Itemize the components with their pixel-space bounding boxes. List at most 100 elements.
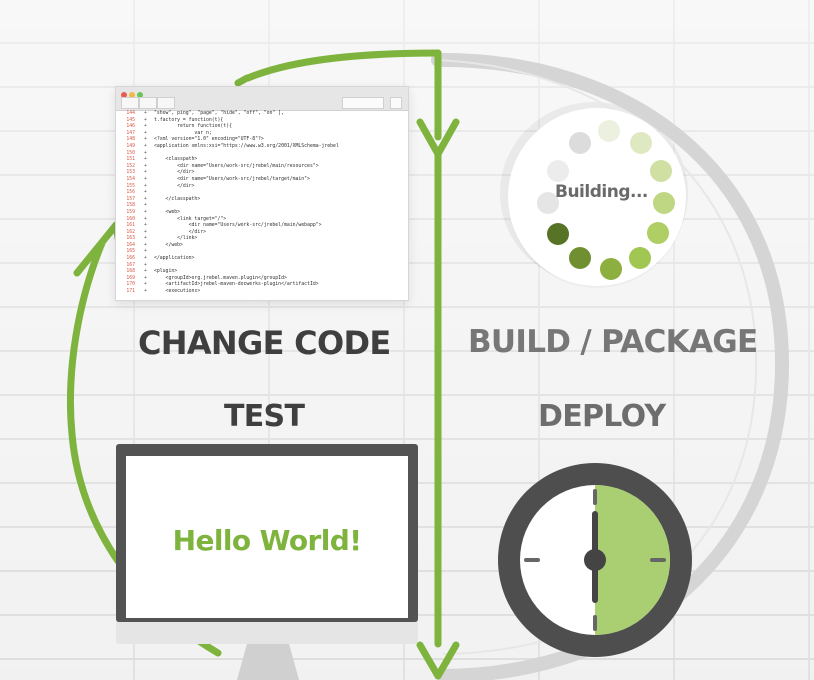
code-line-text: <dir name="Users/work-src/jrebel/main/re… [154, 163, 319, 169]
code-line-number: 153 [126, 170, 135, 176]
code-line-number: 156 [126, 190, 135, 196]
code-line-bullet: + [144, 117, 147, 123]
green-cycle-arc [234, 74, 251, 87]
browser-tab-icon [139, 97, 157, 109]
monitor-body: Hello World! [116, 444, 418, 622]
code-line-bullet: + [144, 183, 147, 189]
window-toolbar [116, 87, 408, 111]
code-line-bullet: + [144, 223, 147, 229]
code-line-number: 146 [126, 124, 135, 130]
build-package-label: BUILD / PACKAGE [468, 324, 758, 360]
code-line-number: 158 [126, 203, 135, 209]
code-line: 163+ </link> [116, 236, 408, 243]
code-line-bullet: + [144, 275, 147, 281]
code-line-bullet: + [144, 242, 147, 248]
code-line-bullet: + [144, 216, 147, 222]
code-line-number: 168 [126, 269, 135, 275]
spinner-dot [537, 192, 559, 214]
code-line-number: 171 [126, 289, 135, 295]
monitor-chin [116, 622, 418, 644]
code-line-bullet: + [144, 236, 147, 242]
code-line: 171+ <executions> [116, 289, 408, 296]
spinner-dot [650, 160, 672, 182]
deploy-label: DEPLOY [538, 399, 666, 434]
monitor-stand [237, 644, 299, 680]
code-line-text: var n; [154, 130, 212, 136]
code-line-bullet: + [144, 262, 147, 268]
green-arrow-head [416, 118, 460, 158]
code-line: 160+ <link target="/"> [116, 217, 408, 224]
code-line-number: 164 [126, 242, 135, 248]
code-line-text: </dir> [154, 229, 206, 235]
code-line: 161 + <dir name="Users/work-src/jrebel/ma… [116, 223, 408, 230]
spinner-dot [547, 223, 569, 245]
code-line-bullet: + [144, 143, 147, 149]
browser-tab-icon [157, 97, 175, 109]
code-line-text: <application xmlns:xsi="https://www.w3.o… [154, 143, 339, 149]
code-line: 145+t.factory = function(t){ [116, 118, 408, 125]
clock-tick-right [650, 558, 666, 562]
spinner-dot [653, 192, 675, 214]
code-line-bullet: + [144, 170, 147, 176]
spinner-dot [647, 222, 669, 244]
code-line-text: <artifactId>jrebel-maven-docwerks-plugin… [154, 282, 319, 288]
code-line-bullet: + [144, 137, 147, 143]
code-lines: 144+"show", ping", "page", "hide", "off"… [116, 111, 408, 300]
code-line-text: <dir name="Users/work-src/jrebel/target/… [154, 176, 310, 182]
code-line-bullet: + [144, 256, 147, 262]
change-code-label: CHANGE CODE [138, 324, 391, 362]
clock-icon [498, 463, 692, 657]
code-line-bullet: + [144, 124, 147, 130]
code-line-number: 170 [126, 282, 135, 288]
code-line-bullet: + [144, 249, 147, 255]
code-line-text: return function(t){ [154, 124, 232, 130]
green-cycle-arc [244, 49, 442, 82]
monitor-icon: Hello World! [116, 444, 418, 680]
code-line-text: "show", ping", "page", "hide", "off", "o… [154, 111, 284, 116]
code-line-text: <?xml version="1.0" encoding="UTF-8"?> [154, 137, 264, 143]
code-line-number: 151 [126, 157, 135, 163]
clock-tick-top [593, 489, 597, 505]
code-line-text: </web> [154, 242, 183, 248]
code-line: 164 + </web> [116, 243, 408, 250]
browser-tab-icon [121, 97, 139, 109]
code-line-number: 149 [126, 143, 135, 149]
code-line-text: t.factory = function(t){ [154, 117, 224, 123]
clock-tick-left [524, 558, 540, 562]
spinner-dot [569, 132, 591, 154]
code-line: 157+ </classpath> [116, 197, 408, 204]
code-line-text: <dir name="Users/work-src/jrebel/main/we… [154, 223, 322, 229]
code-line: 144+"show", ping", "page", "hide", "off"… [116, 111, 408, 118]
code-line-bullet: + [144, 282, 147, 288]
code-line: 146 + return function(t){ [116, 124, 408, 131]
code-line-text: <plugin> [154, 269, 178, 275]
code-line-number: 165 [126, 249, 135, 255]
clock-tick-bottom [593, 615, 597, 631]
code-line: 147+ var n; [116, 131, 408, 138]
code-line: 154+ <dir name="Users/work-src/jrebel/ta… [116, 177, 408, 184]
code-line: 153+ </dir> [116, 170, 408, 177]
code-line: 162+ </dir> [116, 230, 408, 237]
clock-face [520, 485, 670, 635]
code-line-number: 154 [126, 176, 135, 182]
code-line: 168+<plugin> [116, 269, 408, 276]
code-line: 155+ </dir> [116, 184, 408, 191]
hello-world-text: Hello World! [172, 524, 362, 557]
code-line-number: 160 [126, 216, 135, 222]
code-line: 149 + <application xmlns:xsi="https://www.… [116, 144, 408, 151]
code-line-number: 161 [126, 223, 135, 229]
code-line-bullet: + [144, 111, 147, 116]
code-line-number: 148 [126, 137, 135, 143]
code-line-bullet: + [144, 157, 147, 163]
window-minimize-icon [129, 92, 135, 98]
spinner-dot [547, 160, 569, 182]
code-line: 159+ <web> [116, 210, 408, 217]
code-line: 150+ [116, 151, 408, 158]
code-line: 169+ <groupId>org.jrebel.maven.plugin</g… [116, 276, 408, 283]
menu-icon [390, 97, 402, 109]
test-label: TEST [224, 399, 305, 434]
building-spinner: Building... [502, 108, 692, 288]
code-line-bullet: + [144, 209, 147, 215]
code-line-text: <web> [154, 209, 180, 215]
